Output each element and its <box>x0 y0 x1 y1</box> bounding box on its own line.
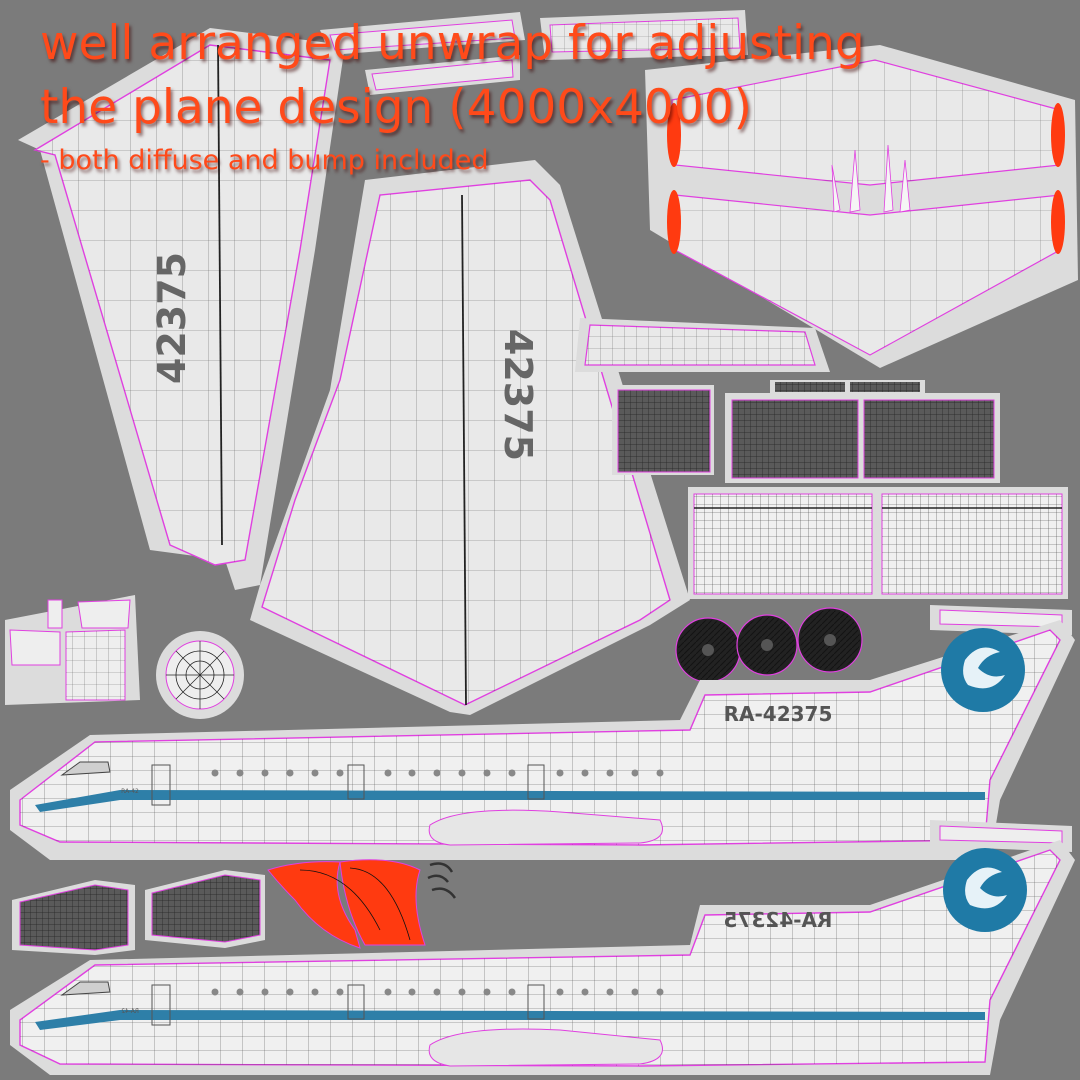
fuselage-top-nose-text: RA-42 <box>121 788 139 795</box>
wing-right-island: 42375 <box>250 160 690 715</box>
caption-title-line-2: the plane design (4000x4000) <box>40 80 752 135</box>
tail-logo-top <box>941 628 1025 712</box>
engine-fan-3 <box>797 607 863 673</box>
caption-subtitle: - both diffuse and bump included <box>40 145 489 176</box>
wing-left-number: 42375 <box>150 252 194 384</box>
panel-dark-right <box>725 380 1000 483</box>
engine-fan-1 <box>675 617 741 683</box>
fin-fillet-island <box>575 318 830 372</box>
intake-ducts-highlight <box>267 859 457 949</box>
small-parts-cluster <box>5 595 140 705</box>
engine-fan-2 <box>736 614 798 676</box>
wing-right-number: 42375 <box>496 329 540 461</box>
caption-title-line-1: well arranged unwrap for adjusting <box>40 16 865 71</box>
panel-dark-left <box>612 385 714 475</box>
wheel-hub-icon <box>156 631 244 719</box>
panel-light-grid <box>688 487 1068 599</box>
flap-strip-top <box>320 10 748 95</box>
fuselage-top-registration: RA-42375 <box>724 702 833 726</box>
stabilizer-island <box>645 45 1078 368</box>
nacelle-parts <box>12 870 265 955</box>
fuselage-bottom-nose-text: RA-42 <box>121 1008 139 1015</box>
fuselage-bottom-registration: RA-42375 <box>724 908 833 932</box>
wing-left-island: 42375 <box>18 28 345 590</box>
tail-logo-bottom <box>943 848 1027 932</box>
fuselage-top-island: RA-42375 RA-42 <box>10 605 1075 860</box>
fuselage-bottom-island: RA-42375 RA-42 <box>10 820 1075 1075</box>
